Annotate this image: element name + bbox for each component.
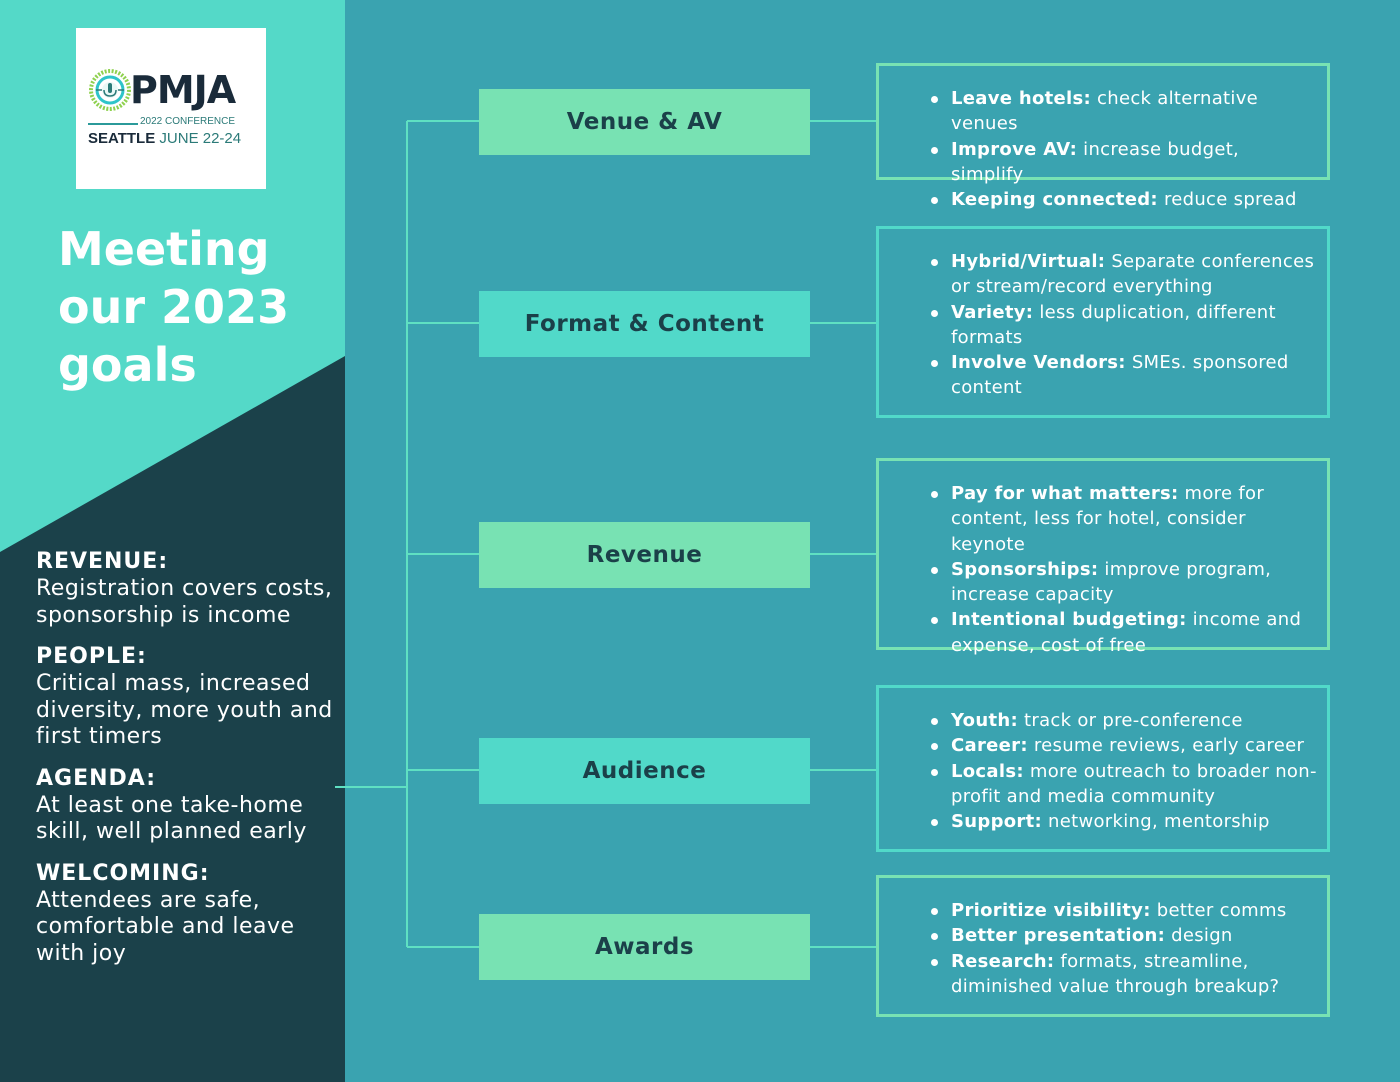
item-label: Variety:: [951, 301, 1034, 323]
title-line-2: our 2023: [58, 280, 290, 334]
item-label: Leave hotels:: [951, 88, 1092, 109]
microphone-badge-icon: [89, 69, 131, 111]
goal-title: AGENDA:: [36, 765, 157, 791]
item-text: better comms: [1150, 900, 1287, 921]
goal-text: Registration covers costs, sponsorship i…: [36, 576, 333, 628]
item-text: improve program, increase capacity: [951, 558, 1272, 606]
goal-title: PEOPLE:: [36, 644, 147, 669]
left-panel: PMJA 2022 CONFERENCE SEATTLE JUNE 22-24 …: [0, 0, 345, 1082]
list-item: Improve AV: increase budget, simplify: [927, 137, 1317, 188]
list-item: Involve Vendors: SMEs. sponsored content: [927, 350, 1317, 401]
details-venue-av: Leave hotels: check alternative venues I…: [876, 63, 1330, 210]
category-audience: Audience: [479, 738, 810, 804]
item-text: more for content, less for hotel, consid…: [951, 483, 1265, 555]
details-awards: Prioritize visibility: better comms Bett…: [876, 875, 1330, 1017]
item-text: less duplication, different formats: [951, 301, 1276, 348]
item-text: reduce spread: [1157, 189, 1297, 211]
category-awards: Awards: [479, 914, 810, 980]
list-item: Leave hotels: check alternative venues: [927, 86, 1317, 137]
item-text: income and expense, cost of free: [951, 609, 1302, 656]
item-label: Involve Vendors:: [951, 352, 1126, 374]
item-label: Locals:: [951, 760, 1024, 782]
item-label: Youth:: [951, 710, 1018, 731]
title-line-3: goals: [58, 338, 197, 392]
item-text: check alternative venues: [951, 88, 1259, 135]
list-item: Hybrid/Virtual: Separate conferences or …: [927, 249, 1317, 300]
logo-row: PMJA: [88, 68, 236, 112]
item-text: SMEs. sponsored content: [951, 352, 1289, 399]
category-format-content: Format & Content: [479, 291, 810, 357]
list-item: Better presentation: design: [927, 923, 1317, 948]
item-text: Separate conferences or stream/record ev…: [951, 251, 1315, 298]
goal-welcoming: WELCOMING: Attendees are safe, comfortab…: [36, 860, 336, 968]
left-bottom-fill: [0, 356, 345, 1082]
list-item: Intentional budgeting: income and expens…: [927, 607, 1317, 658]
item-label: Career:: [951, 735, 1028, 757]
logo-city: SEATTLE: [88, 130, 156, 147]
item-text: resume reviews, early career: [1027, 735, 1305, 757]
logo-wordmark: PMJA: [130, 68, 236, 112]
goals-list: REVENUE: Registration covers costs, spon…: [36, 548, 336, 981]
goal-people: PEOPLE: Critical mass, increased diversi…: [36, 643, 336, 751]
list-item: Sponsorships: improve program, increase …: [927, 557, 1317, 608]
pmja-logo: PMJA 2022 CONFERENCE SEATTLE JUNE 22-24: [76, 28, 266, 189]
goal-title: WELCOMING:: [36, 860, 210, 886]
list-item: Pay for what matters: more for content, …: [927, 481, 1317, 557]
goal-agenda: AGENDA: At least one take-home skill, we…: [36, 765, 336, 846]
logo-rule: [88, 123, 138, 125]
list-item: Youth: track or pre-conference: [927, 708, 1317, 733]
list-item: Keeping connected: reduce spread: [927, 187, 1317, 212]
item-label: Support:: [951, 811, 1042, 833]
item-label: Improve AV:: [951, 138, 1078, 160]
category-venue-av: Venue & AV: [479, 89, 810, 155]
category-revenue: Revenue: [479, 522, 810, 588]
details-audience: Youth: track or pre-conference Career: r…: [876, 685, 1330, 852]
list-item: Locals: more outreach to broader non-pro…: [927, 759, 1317, 810]
item-label: Prioritize visibility:: [951, 900, 1151, 921]
goal-title: REVENUE:: [36, 549, 169, 574]
list-item: Support: networking, mentorship: [927, 809, 1317, 834]
item-label: Keeping connected:: [951, 189, 1158, 211]
item-label: Research:: [951, 950, 1055, 972]
item-label: Better presentation:: [951, 925, 1166, 947]
goal-text: Critical mass, increased diversity, more…: [36, 671, 333, 749]
list-item: Career: resume reviews, early career: [927, 733, 1317, 758]
list-item: Prioritize visibility: better comms: [927, 898, 1317, 923]
item-text: formats, streamline, diminished value th…: [951, 950, 1280, 997]
item-label: Sponsorships:: [951, 558, 1099, 580]
details-revenue: Pay for what matters: more for content, …: [876, 458, 1330, 656]
details-format-content: Hybrid/Virtual: Separate conferences or …: [876, 226, 1330, 418]
item-text: track or pre-conference: [1017, 710, 1243, 731]
item-text: design: [1165, 925, 1233, 947]
logo-dates: JUNE 22-24: [159, 130, 242, 147]
list-item: Variety: less duplication, different for…: [927, 300, 1317, 351]
item-label: Pay for what matters:: [951, 483, 1179, 504]
page-title: Meeting our 2023 goals: [58, 220, 289, 394]
item-text: networking, mentorship: [1042, 811, 1270, 833]
goal-revenue: REVENUE: Registration covers costs, spon…: [36, 548, 336, 629]
title-line-1: Meeting: [58, 222, 270, 276]
logo-location: SEATTLE JUNE 22-24: [88, 130, 241, 147]
goal-text: Attendees are safe, comfortable and leav…: [36, 887, 295, 966]
logo-edition: 2022 CONFERENCE: [140, 116, 236, 127]
item-label: Intentional budgeting:: [951, 609, 1187, 631]
item-text: more outreach to broader non-profit and …: [951, 760, 1317, 807]
item-label: Hybrid/Virtual:: [951, 251, 1106, 272]
goal-text: At least one take-home skill, well plann…: [36, 792, 307, 845]
list-item: Research: formats, streamline, diminishe…: [927, 949, 1317, 1000]
item-text: increase budget, simplify: [951, 138, 1240, 185]
